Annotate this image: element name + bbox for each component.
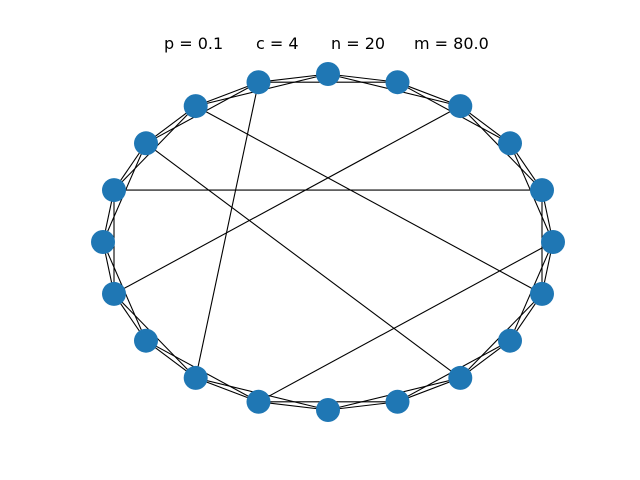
node-19 [246,70,271,95]
node-5 [541,230,565,254]
node-6 [530,281,554,306]
node-1 [385,70,410,95]
node-10 [316,398,340,422]
edge-6-18 [195,105,543,295]
node-4 [530,178,554,203]
edge-8-17 [145,142,461,379]
title-m: m = 80.0 [414,34,489,53]
node-11 [246,389,271,414]
node-16 [102,178,126,203]
edge-layer [102,73,554,411]
edge-14-2 [113,105,461,295]
title-p: p = 0.1 [164,34,223,53]
node-9 [385,389,410,414]
node-18 [183,94,208,119]
node-12 [183,365,208,390]
node-14 [102,281,126,306]
node-8 [448,365,473,390]
edge-12-19 [195,82,260,379]
title-n: n = 20 [331,34,385,53]
node-3 [498,131,522,156]
node-0 [316,62,340,86]
node-2 [448,94,473,119]
node-7 [498,328,522,353]
node-layer [91,62,565,422]
node-15 [91,230,115,254]
edge-5-11 [258,241,554,403]
node-13 [134,328,158,353]
node-17 [134,131,158,156]
title-c: c = 4 [256,34,299,53]
